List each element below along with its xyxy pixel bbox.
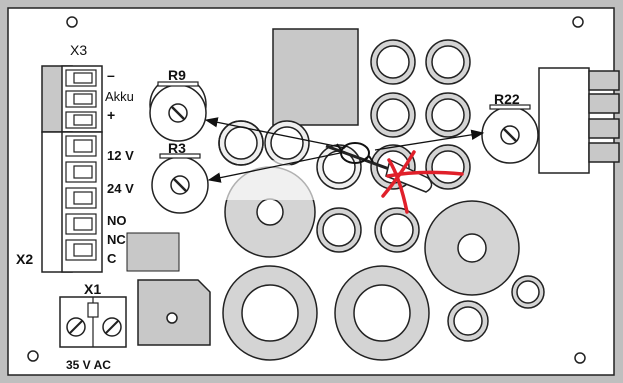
mounting-hole [574, 352, 586, 364]
x2-pin-no: NO [107, 213, 127, 228]
x3-pin-akku: Akku [105, 89, 134, 104]
transformer-block [272, 28, 359, 126]
x2-pin-12v: 12 V [107, 148, 134, 163]
screwdriver-icon [325, 144, 433, 193]
x2-pin-c: C [107, 251, 117, 266]
terminal-x3 [41, 65, 103, 133]
potentiometer-r9[interactable] [149, 84, 207, 142]
r9-label: R9 [168, 67, 186, 83]
x3-label: X3 [70, 42, 87, 58]
heatsink-block [538, 67, 620, 174]
relay-block [126, 232, 180, 272]
toroid-highlight [225, 160, 315, 205]
rotate-arrow-icon [336, 142, 374, 164]
r3-label: R3 [168, 140, 186, 156]
r9-top-bar [157, 81, 199, 87]
voltage-regulator [137, 279, 211, 346]
mounting-hole [572, 16, 584, 28]
mounting-holes [27, 16, 586, 364]
x2-label: X2 [16, 251, 33, 267]
capacitor-grid [218, 39, 545, 342]
r22-top-bar [489, 104, 531, 110]
mounting-hole [27, 350, 39, 362]
r3-top-bar [159, 153, 201, 159]
potentiometer-r22[interactable] [481, 106, 539, 164]
x2-pin-24v: 24 V [107, 181, 134, 196]
mounting-hole [66, 16, 78, 28]
terminal-x2 [41, 131, 103, 273]
x1-sublabel: 35 V AC [66, 358, 111, 372]
x2-pin-nc: NC [107, 232, 126, 247]
x3-pin-minus: – [107, 67, 115, 83]
x1-label: X1 [84, 281, 101, 297]
r22-label: R22 [494, 91, 520, 107]
terminal-x1 [59, 296, 127, 348]
red-cross-icon [381, 150, 464, 214]
potentiometer-r3[interactable] [151, 156, 209, 214]
adjust-arrows [204, 117, 485, 183]
x3-pin-plus: + [107, 107, 115, 123]
